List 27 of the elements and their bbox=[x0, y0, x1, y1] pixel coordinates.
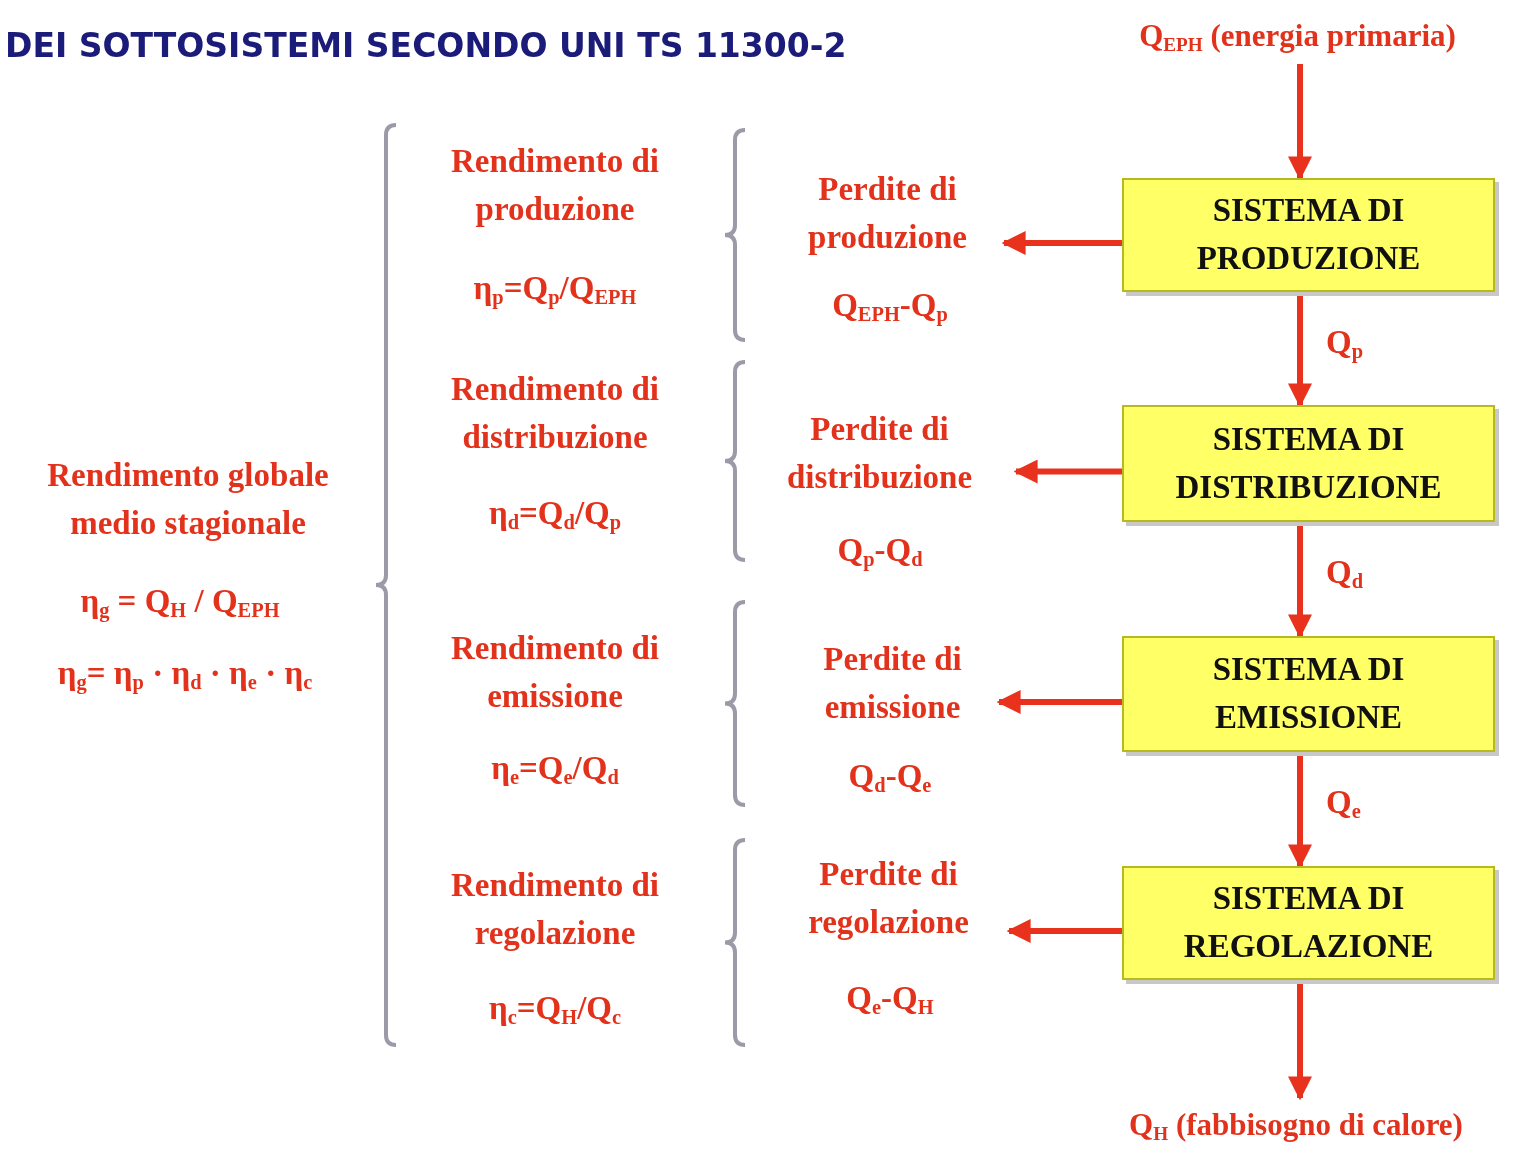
arrow bbox=[1288, 64, 1312, 181]
arrow bbox=[1006, 919, 1122, 943]
loss-label: Perdite di emissione bbox=[800, 635, 985, 733]
flow-label: Q$_{H}$ (fabbisogno di calore) bbox=[1076, 1098, 1516, 1152]
formula: η$_{e}$=Q$_{e}$/Q$_{d}$ bbox=[490, 749, 620, 791]
formula: η$_{c}$=Q$_{H}$/Q$_{c}$ bbox=[487, 989, 623, 1031]
loss-label: Perdite di regolazione bbox=[782, 850, 995, 948]
arrow bbox=[996, 690, 1122, 714]
arrow bbox=[1013, 459, 1122, 484]
label: Rendimento di distribuzione bbox=[449, 370, 661, 457]
loss-formula: Q$_{p}$-Q$_{d}$ bbox=[836, 531, 924, 573]
flow-label: Q$_{EPH}$ (energia primaria) bbox=[1080, 8, 1515, 64]
title: DEI SOTTOSISTEMI SECONDO UNI TS 11300-2 bbox=[5, 26, 847, 65]
label: Rendimento globale medio stagionale bbox=[46, 456, 330, 543]
loss-label: Perdite di produzione bbox=[785, 165, 990, 263]
formula: η$_{g}$ = Q$_{H}$ / Q$_{EPH}$ bbox=[79, 582, 281, 624]
formula: η$_{d}$=Q$_{d}$/Q$_{p}$ bbox=[487, 494, 623, 536]
loss-formula: Q$_{EPH}$-Q$_{p}$ bbox=[831, 286, 949, 328]
label: Rendimento di emissione bbox=[449, 629, 661, 716]
formula: η$_{p}$=Q$_{p}$/Q$_{EPH}$ bbox=[472, 269, 638, 311]
loss-label: Perdite di distribuzione bbox=[757, 405, 1002, 503]
loss-formula: Q$_{e}$-Q$_{H}$ bbox=[845, 979, 935, 1021]
formula: η$_{g}$= η$_{p}$ · η$_{d}$ · η$_{e}$ · η$_{c}$ bbox=[56, 654, 314, 696]
arrow bbox=[1001, 231, 1122, 255]
loss-formula: Q$_{d}$-Q$_{e}$ bbox=[847, 757, 933, 799]
label: Rendimento di produzione bbox=[449, 142, 661, 229]
label: Rendimento di regolazione bbox=[449, 866, 661, 953]
